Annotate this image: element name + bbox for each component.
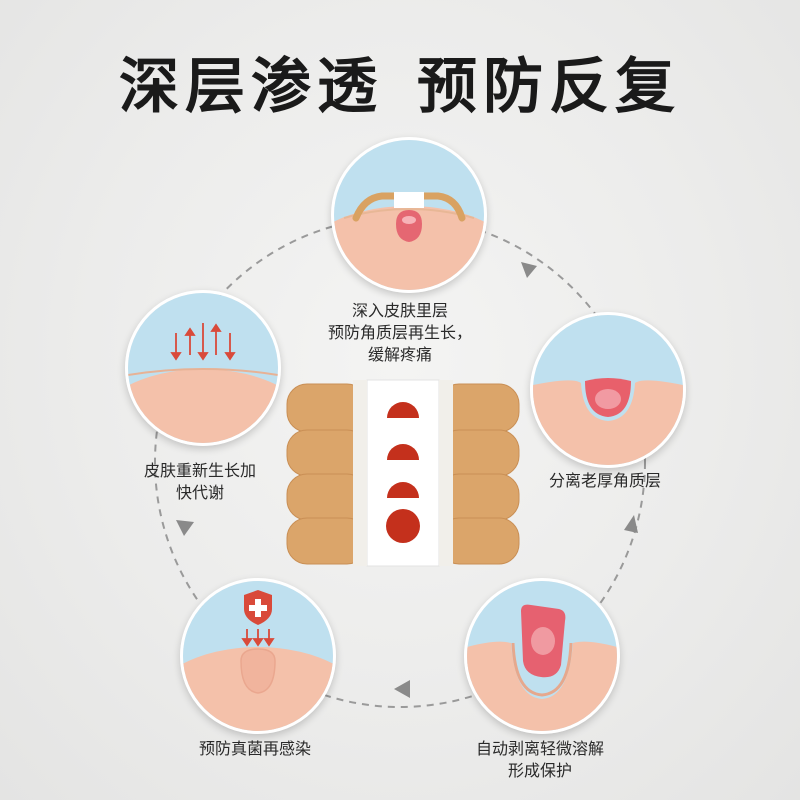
step-5-line-2: 快代谢 <box>175 483 224 502</box>
headline-part2: 预防反复 <box>417 52 681 122</box>
step-caption-2: 分离老厚角质层 <box>520 470 690 492</box>
step-2-line-1: 分离老厚角质层 <box>548 471 661 490</box>
headline-part1: 深层渗透 <box>119 52 383 122</box>
step-caption-1: 深入皮肤里层 预防角质层再生长， 缓解疼痛 <box>300 300 500 366</box>
step-4-line-1: 预防真菌再感染 <box>198 739 311 758</box>
shield-cross-icon <box>244 590 272 625</box>
step-illustration-1 <box>331 137 487 293</box>
step-1-line-2: 预防角质层再生长， <box>327 323 472 342</box>
up-down-arrows-icon <box>170 323 236 361</box>
step-caption-5: 皮肤重新生长加 快代谢 <box>120 460 280 504</box>
step-1-line-3: 缓解疼痛 <box>367 345 432 364</box>
step-3-line-2: 形成保护 <box>507 761 572 780</box>
step-5-line-1: 皮肤重新生长加 <box>143 461 256 480</box>
step-caption-4: 预防真菌再感染 <box>160 738 350 760</box>
down-arrows-icon <box>241 629 275 647</box>
step-caption-3: 自动剥离轻微溶解 形成保护 <box>440 738 640 782</box>
cycle-arrow-icon <box>176 262 638 698</box>
headline: 深层渗透预防反复 <box>0 38 800 125</box>
step-3-line-1: 自动剥离轻微溶解 <box>475 739 604 758</box>
step-illustration-4 <box>180 578 336 734</box>
step-illustration-3 <box>464 578 620 734</box>
step-illustration-2 <box>530 312 686 468</box>
step-illustration-5 <box>125 290 281 446</box>
step-1-line-1: 深入皮肤里层 <box>351 301 448 320</box>
patch-sheet <box>286 379 520 567</box>
